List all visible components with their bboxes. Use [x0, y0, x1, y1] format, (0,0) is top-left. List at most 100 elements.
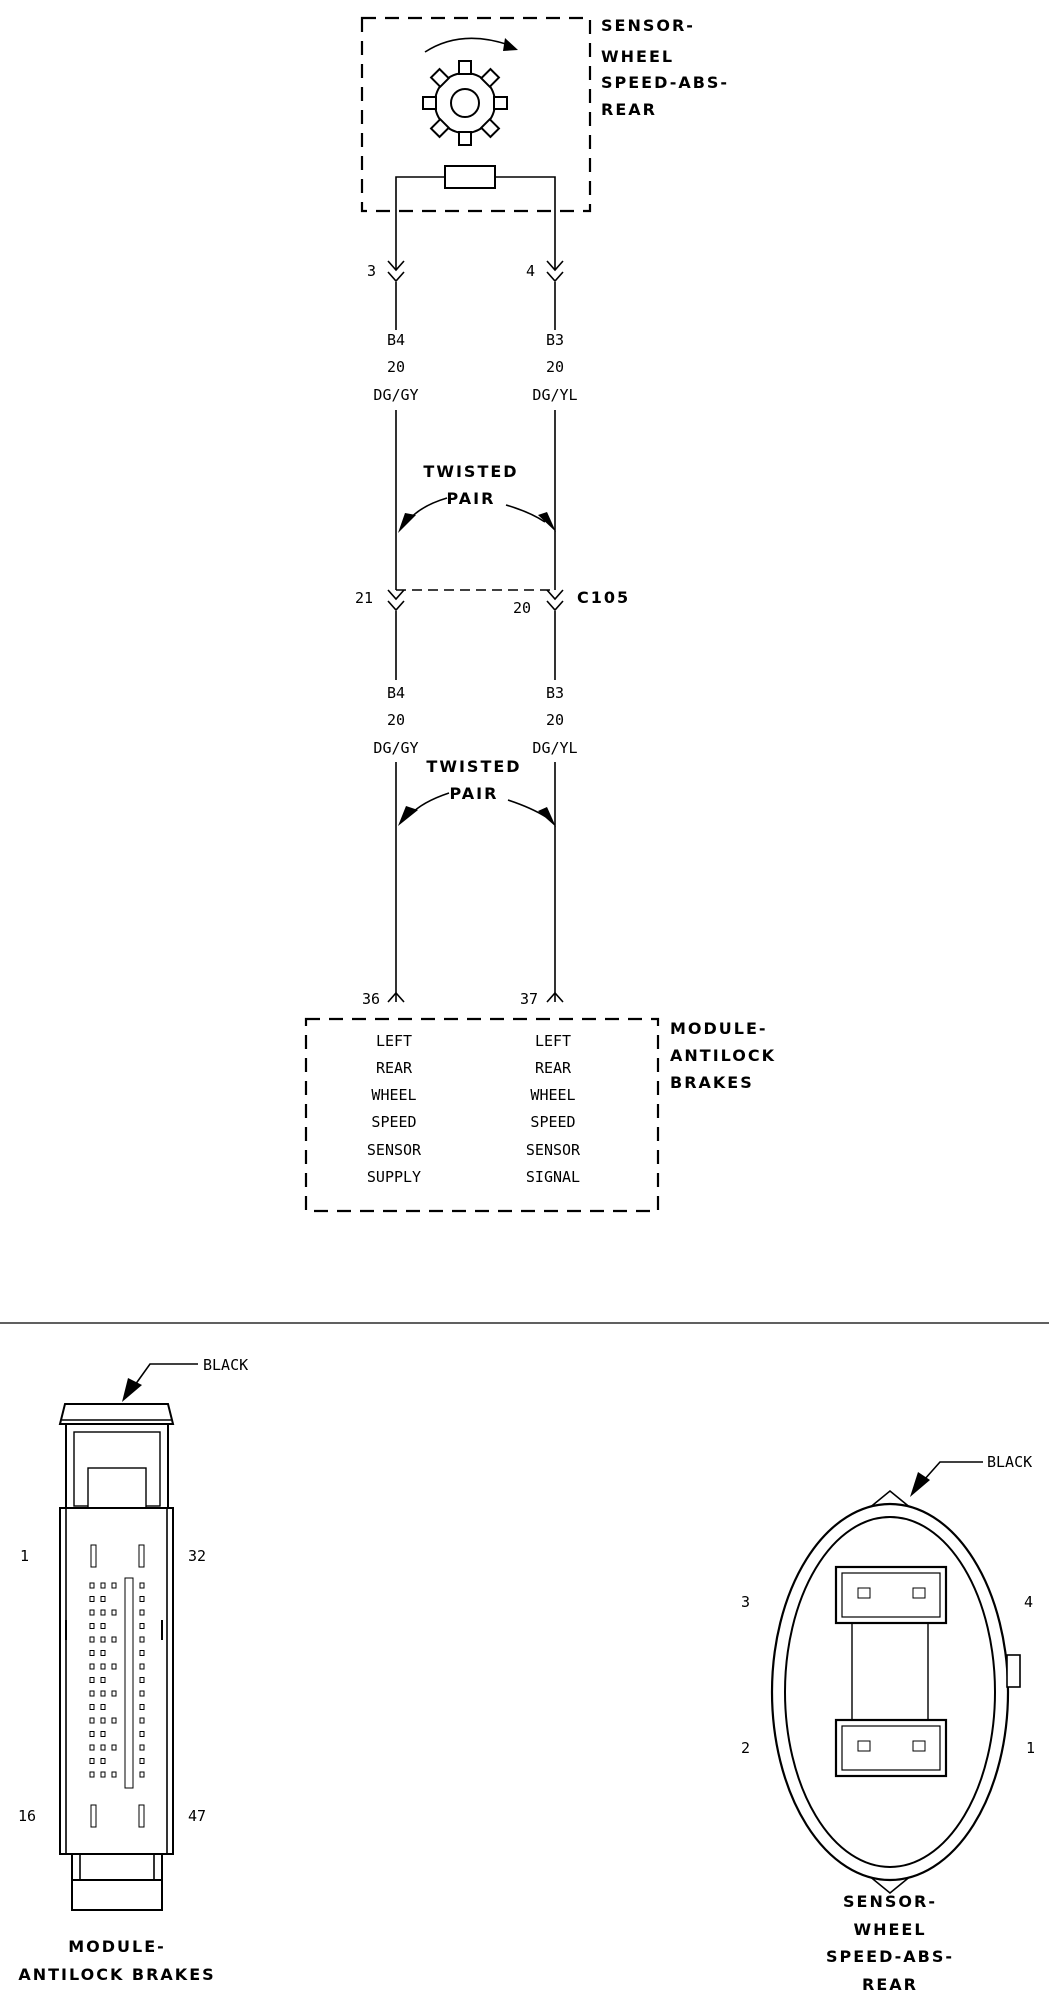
pin-cavity: [89, 1704, 95, 1710]
pin-cavity: [139, 1704, 145, 1710]
wire-gauge: 20: [546, 358, 564, 376]
pin-cavity: [89, 1771, 95, 1778]
svg-text:REAR: REAR: [376, 1059, 413, 1077]
svg-text:LEFT: LEFT: [535, 1032, 571, 1050]
pin-cavity: [100, 1663, 106, 1670]
svg-text:SIGNAL: SIGNAL: [526, 1168, 580, 1186]
sensor-terminals: 3 4: [367, 260, 564, 283]
pin-cavity: [89, 1623, 95, 1629]
abs-connector-view: BLACK 1 32 16 47 MODULE-: [18, 1356, 248, 1984]
pin-cavity: [100, 1650, 106, 1656]
svg-text:REAR: REAR: [535, 1059, 572, 1077]
pin-cavity: [111, 1744, 117, 1751]
wire-color: DG/GY: [373, 386, 418, 404]
module-pin-37: 37: [520, 990, 538, 1008]
svg-text:SPEED: SPEED: [371, 1113, 416, 1131]
pin-cavity: [100, 1731, 106, 1737]
pin-cavity: [111, 1636, 117, 1643]
pin-cavity: [100, 1704, 106, 1710]
abs-pin-label-16: 16: [18, 1807, 36, 1825]
pin-cavity: [89, 1731, 95, 1737]
sensor-pin-label-2: 2: [741, 1739, 750, 1757]
pin-cavity: [100, 1758, 106, 1764]
pin-cavity: [89, 1717, 95, 1724]
pin-cavity: [89, 1758, 95, 1764]
sensor-title-line-3: SPEED-ABS-: [601, 73, 729, 92]
pair-label: PAIR: [450, 784, 499, 803]
abs-pin-label-1: 1: [20, 1547, 29, 1565]
wire-gauge: 20: [546, 711, 564, 729]
svg-text:SPEED: SPEED: [530, 1113, 575, 1131]
twisted-label: TWISTED: [426, 757, 521, 776]
pin-cavity: [111, 1690, 117, 1697]
module-pin-36: 36: [362, 990, 380, 1008]
pin-cavity: [89, 1677, 95, 1683]
pin-cavity: [139, 1582, 145, 1589]
pin-cavity: [100, 1623, 106, 1629]
pin-cavity: [100, 1596, 106, 1602]
pin-cavity: [111, 1582, 117, 1589]
wire-circuit-b4: B4: [387, 331, 405, 349]
gear-icon: [422, 60, 508, 146]
pin-cavity: [89, 1636, 95, 1643]
pin-cavity: [139, 1744, 145, 1751]
sensor-connector-caption-2: WHEEL: [853, 1920, 926, 1939]
wire-gauge: 20: [387, 711, 405, 729]
pin-cavity: [100, 1609, 106, 1616]
abs-connector-color: BLACK: [203, 1356, 248, 1374]
connector-name: C105: [577, 588, 630, 607]
wire-color: DG/YL: [532, 386, 577, 404]
wire-pin-3: 3: [367, 262, 376, 280]
module-title: MODULE- ANTILOCK BRAKES: [670, 1019, 774, 1092]
pin-cavity: [89, 1690, 95, 1697]
pin-cavity: [89, 1582, 95, 1589]
svg-text:WHEEL: WHEEL: [530, 1086, 575, 1104]
pin-cavity: [89, 1663, 95, 1670]
module-pin-37-function: LEFT REAR WHEEL SPEED SENSOR SIGNAL: [526, 1032, 581, 1186]
sensor-title: SENSOR- WHEEL SPEED-ABS- REAR: [601, 16, 729, 119]
sensor-element: [444, 165, 496, 189]
pin-cavity: [139, 1690, 145, 1697]
sensor-connector-caption-3: SPEED-ABS-: [826, 1947, 954, 1966]
pin-cavity: [100, 1677, 106, 1683]
svg-text:MODULE-: MODULE-: [670, 1019, 768, 1038]
pin-cavity: [139, 1609, 145, 1616]
wire-gauge: 20: [387, 358, 405, 376]
pin-cavity: [139, 1717, 145, 1724]
pin-cavity: [100, 1717, 106, 1724]
svg-text:SENSOR: SENSOR: [526, 1141, 581, 1159]
abs-connector-caption-2: ANTILOCK BRAKES: [18, 1965, 215, 1984]
pin-cavity: [139, 1596, 145, 1602]
pin-cavity: [139, 1731, 145, 1737]
pin-cavity: [139, 1771, 145, 1778]
wire-color: DG/GY: [373, 739, 418, 757]
sensor-title-line-1: SENSOR-: [601, 16, 695, 35]
sensor-connector-caption-4: REAR: [862, 1975, 918, 1994]
pin-cavity: [89, 1609, 95, 1616]
sensor-pin-label-4: 4: [1024, 1593, 1033, 1611]
pin-cavity: [111, 1771, 117, 1778]
pin-cavity: [89, 1744, 95, 1751]
wire-circuit-b4: B4: [387, 684, 405, 702]
sensor-pin-label-1: 1: [1026, 1739, 1035, 1757]
module-pin-36-function: LEFT REAR WHEEL SPEED SENSOR SUPPLY: [367, 1032, 422, 1186]
svg-text:LEFT: LEFT: [376, 1032, 412, 1050]
sensor-title-line-2: WHEEL: [601, 47, 674, 66]
wire-labels-top: B4 20 DG/GY B3 20 DG/YL: [373, 331, 577, 404]
sensor-connector-caption-1: SENSOR-: [843, 1892, 937, 1911]
pin-cavity: [100, 1582, 106, 1589]
wire-pin-21: 21: [355, 589, 373, 607]
pin-cavity: [100, 1744, 106, 1751]
abs-pin-label-32: 32: [188, 1547, 206, 1565]
wheel-speed-sensor: [360, 16, 592, 270]
twisted-label: TWISTED: [423, 462, 518, 481]
pin-cavity: [100, 1690, 106, 1697]
pin-cavity: [111, 1717, 117, 1724]
wire-circuit-b3: B3: [546, 684, 564, 702]
abs-module: LEFT REAR WHEEL SPEED SENSOR SUPPLY LEFT…: [304, 1017, 660, 1213]
sensor-pin-label-3: 3: [741, 1593, 750, 1611]
sensor-connector-color: BLACK: [987, 1453, 1032, 1471]
wire-pin-4: 4: [526, 262, 535, 280]
pin-cavity: [111, 1663, 117, 1670]
pin-cavity: [100, 1636, 106, 1643]
